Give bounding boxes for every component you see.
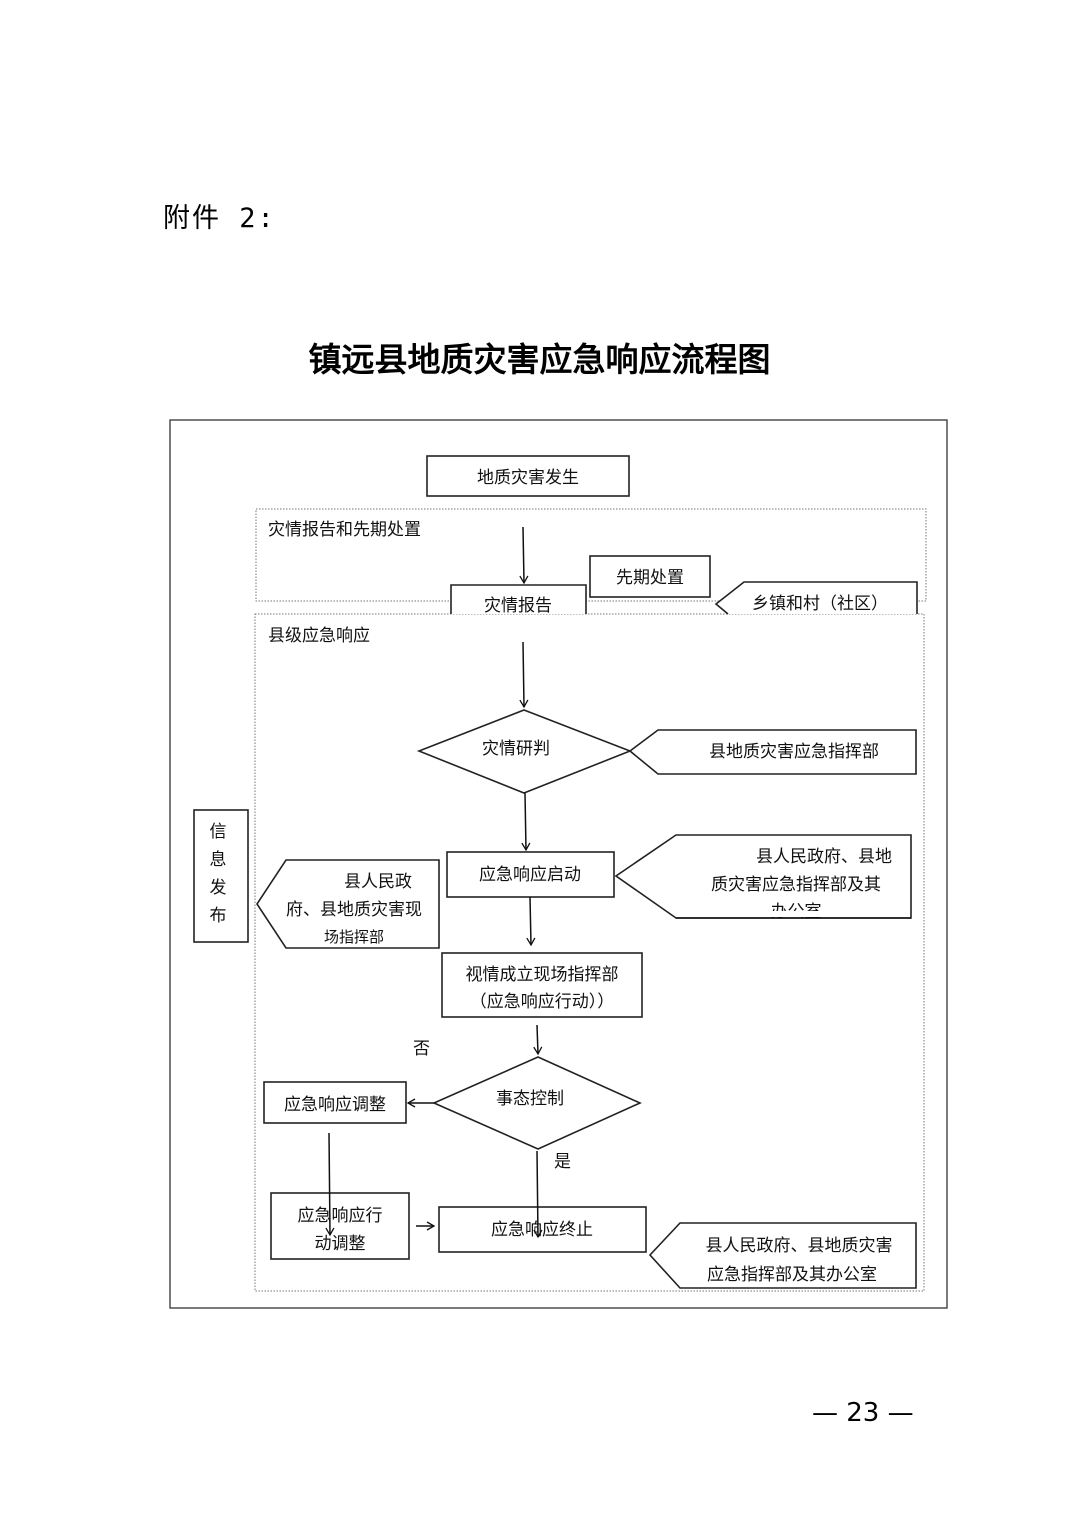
callout-township: 乡镇和村（社区） bbox=[714, 581, 918, 615]
node-action-adjust-line-2: 动调整 bbox=[315, 1234, 366, 1254]
arrow-adjust-to-action-adjust bbox=[325, 1132, 335, 1237]
node-initial-disposal: 先期处置 bbox=[589, 555, 711, 598]
node-situation-control: 事态控制 bbox=[432, 1056, 642, 1150]
node-field-hq: 视情成立现场指挥部 （应急响应行动）） bbox=[441, 952, 643, 1018]
callout-field-responsible: 县人民政 府、县地质灾害现 场指挥部 bbox=[256, 859, 440, 949]
label-yes: 是 bbox=[554, 1152, 571, 1172]
callout-county-hq-label: 县地质灾害应急指挥部 bbox=[709, 742, 879, 762]
section-report-label: 灾情报告和先期处置 bbox=[268, 520, 421, 540]
callout-county-hq: 县地质灾害应急指挥部 bbox=[628, 729, 917, 775]
callout-field-line-2: 府、县地质灾害现 bbox=[286, 900, 422, 920]
callout-start-responsible: 县人民政府、县地 质灾害应急指挥部及其 办公室 bbox=[614, 834, 912, 922]
arrow-judge-to-start bbox=[521, 792, 531, 852]
arrow-to-judge bbox=[519, 641, 529, 709]
node-response-adjust-label: 应急响应调整 bbox=[284, 1095, 386, 1115]
callout-end-responsible: 县人民政府、县地质灾害 应急指挥部及其办公室 bbox=[648, 1222, 917, 1289]
node-disaster-occur: 地质灾害发生 bbox=[426, 455, 630, 497]
label-no: 否 bbox=[413, 1039, 430, 1059]
node-action-adjust-line-1: 应急响应行 bbox=[298, 1206, 383, 1226]
node-response-end-label: 应急响应终止 bbox=[491, 1220, 593, 1240]
callout-end-line-1: 县人民政府、县地质灾害 bbox=[706, 1236, 893, 1256]
node-info-release: 信 息 发 布 bbox=[193, 809, 249, 943]
node-disaster-judge-label: 灾情研判 bbox=[482, 739, 550, 759]
page-number: — 23 — bbox=[812, 1398, 914, 1428]
callout-field-line-1: 县人民政 bbox=[344, 872, 412, 892]
node-response-start-label: 应急响应启动 bbox=[479, 865, 581, 885]
flowchart-frame bbox=[169, 419, 948, 1309]
callout-field-line-3: 场指挥部 bbox=[324, 928, 384, 946]
info-char-1: 信 bbox=[210, 822, 227, 842]
node-response-end: 应急响应终止 bbox=[438, 1206, 647, 1253]
page-title: 镇远县地质灾害应急响应流程图 bbox=[308, 340, 771, 379]
info-char-3: 发 bbox=[210, 878, 227, 898]
node-field-hq-line-2: （应急响应行动）） bbox=[470, 992, 615, 1012]
node-disaster-judge: 灾情研判 bbox=[416, 709, 633, 794]
node-initial-disposal-label: 先期处置 bbox=[616, 568, 684, 588]
section-county-label: 县级应急响应 bbox=[268, 626, 370, 646]
node-disaster-occur-label: 地质灾害发生 bbox=[477, 468, 579, 488]
arrow-start-to-field-hq bbox=[526, 896, 536, 947]
info-char-4: 布 bbox=[210, 906, 227, 926]
arrow-occur-to-report bbox=[519, 526, 529, 585]
arrow-field-hq-to-control bbox=[533, 1024, 543, 1056]
arrow-control-to-end bbox=[533, 1150, 543, 1239]
node-disaster-report: 灾情报告 bbox=[450, 584, 587, 616]
node-situation-control-label: 事态控制 bbox=[496, 1089, 564, 1109]
callout-end-line-2: 应急指挥部及其办公室 bbox=[707, 1265, 877, 1285]
node-response-start: 应急响应启动 bbox=[446, 851, 615, 898]
node-disaster-report-label: 灾情报告 bbox=[484, 596, 552, 616]
info-char-2: 息 bbox=[210, 850, 227, 870]
callout-start-line-1: 县人民政府、县地 bbox=[756, 847, 892, 867]
node-response-adjust: 应急响应调整 bbox=[263, 1081, 407, 1124]
callout-township-label: 乡镇和村（社区） bbox=[752, 594, 888, 614]
node-action-adjust: 应急响应行 动调整 bbox=[270, 1192, 410, 1260]
callout-start-line-2: 质灾害应急指挥部及其 bbox=[711, 875, 881, 895]
node-field-hq-line-1: 视情成立现场指挥部 bbox=[466, 965, 619, 985]
section-county-container bbox=[254, 613, 925, 1292]
attachment-label: 附件 2: bbox=[163, 203, 276, 234]
